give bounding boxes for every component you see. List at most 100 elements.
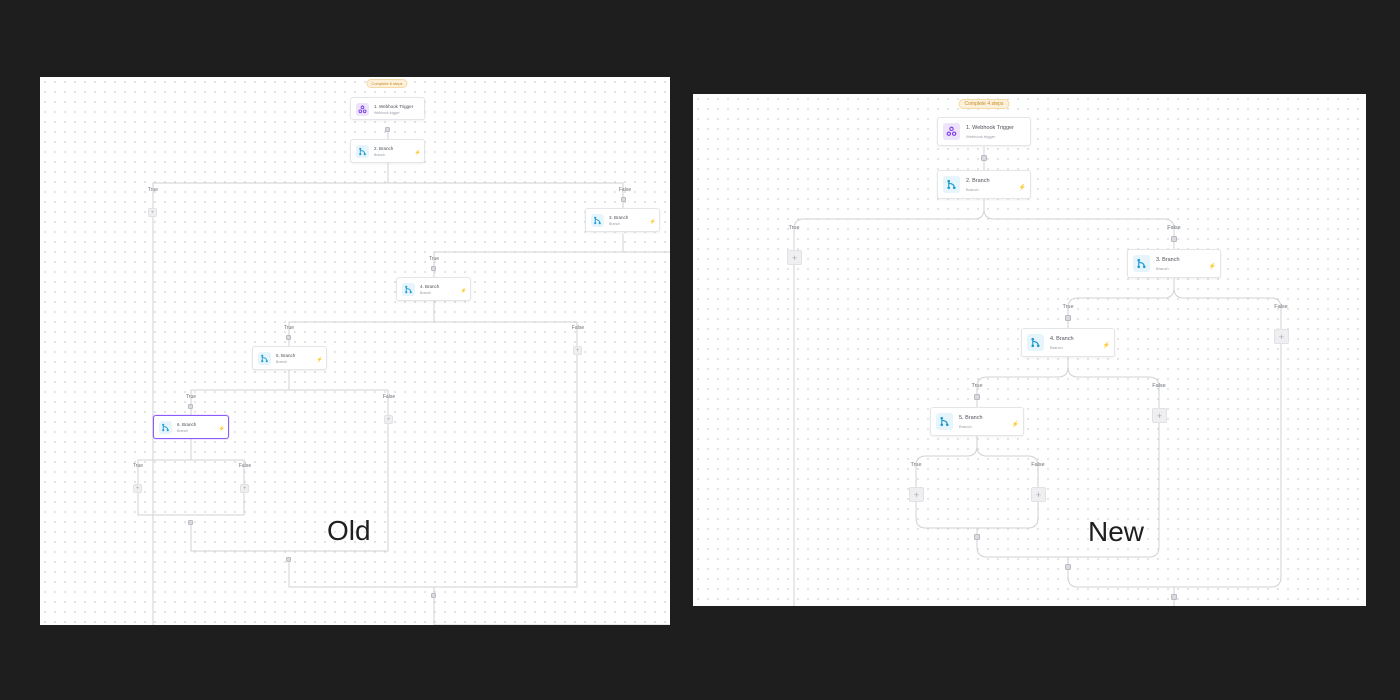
connector-handle[interactable] bbox=[385, 127, 390, 132]
old-node-branch-6[interactable]: 6. Branch Branch ⚡ bbox=[153, 415, 229, 439]
connector-handle[interactable] bbox=[1065, 564, 1071, 570]
bolt-icon: ⚡ bbox=[1011, 422, 1019, 428]
bolt-icon: ⚡ bbox=[460, 288, 467, 294]
branch-true-label: True bbox=[283, 325, 295, 331]
new-node-branch-4[interactable]: 4. Branch Branch ⚡ bbox=[1021, 328, 1115, 357]
connector-handle[interactable] bbox=[286, 335, 291, 340]
old-node-branch-3[interactable]: 3. Branch Branch ⚡ bbox=[585, 208, 660, 232]
connector-handle[interactable] bbox=[431, 593, 436, 598]
new-node-branch-3[interactable]: 3. Branch Branch ⚡ bbox=[1127, 249, 1221, 278]
branch-icon bbox=[402, 283, 415, 296]
node-subtitle: Webhook trigger bbox=[374, 111, 400, 115]
bolt-icon: ⚡ bbox=[1208, 264, 1216, 270]
branch-false-label: False bbox=[1152, 383, 1166, 389]
bolt-icon: ⚡ bbox=[316, 357, 323, 363]
webhook-icon bbox=[356, 103, 369, 116]
connector-handle[interactable] bbox=[621, 197, 626, 202]
node-subtitle: Branch bbox=[966, 187, 979, 192]
webhook-icon bbox=[943, 123, 960, 140]
new-connectors bbox=[793, 147, 1282, 606]
add-step-button[interactable]: + bbox=[573, 346, 582, 355]
branch-icon bbox=[943, 176, 960, 193]
node-title: 5. Branch bbox=[959, 415, 983, 421]
add-step-button[interactable]: + bbox=[133, 484, 142, 493]
node-subtitle: Branch bbox=[276, 360, 288, 364]
new-node-branch-5[interactable]: 5. Branch Branch ⚡ bbox=[930, 407, 1024, 436]
branch-false-label: False bbox=[1031, 462, 1045, 468]
branch-false-label: False bbox=[618, 187, 632, 193]
connector-handle[interactable] bbox=[1171, 594, 1177, 600]
add-step-button[interactable]: + bbox=[1152, 408, 1167, 423]
connector-handle[interactable] bbox=[286, 557, 291, 562]
new-canvas[interactable]: Complete 4 steps 1. Webhook Trigger Webh… bbox=[693, 94, 1366, 606]
old-steps-badge: Complete 6 steps bbox=[366, 79, 408, 88]
bolt-icon: ⚡ bbox=[649, 219, 656, 225]
branch-true-label: True bbox=[147, 187, 159, 193]
old-node-branch-2[interactable]: 2. Branch Branch ⚡ bbox=[350, 139, 425, 163]
node-subtitle: Branch bbox=[177, 429, 189, 433]
new-node-branch-2[interactable]: 2. Branch Branch ⚡ bbox=[937, 170, 1031, 199]
branch-icon bbox=[1133, 255, 1150, 272]
node-title: 2. Branch bbox=[966, 178, 990, 184]
node-subtitle: Branch bbox=[1050, 345, 1063, 350]
branch-icon bbox=[159, 421, 172, 434]
node-title: 4. Branch bbox=[420, 284, 440, 289]
branch-true-label: True bbox=[971, 383, 983, 389]
node-title: 4. Branch bbox=[1050, 336, 1074, 342]
branch-true-label: True bbox=[788, 225, 800, 231]
node-title: 5. Branch bbox=[276, 353, 296, 358]
bolt-icon: ⚡ bbox=[1102, 343, 1110, 349]
old-node-webhook-trigger[interactable]: 1. Webhook Trigger Webhook trigger bbox=[350, 97, 425, 120]
branch-icon bbox=[1027, 334, 1044, 351]
branch-false-label: False bbox=[238, 463, 252, 469]
node-title: 1. Webhook Trigger bbox=[966, 125, 1014, 131]
connector-handle[interactable] bbox=[188, 520, 193, 525]
old-node-branch-5[interactable]: 5. Branch Branch ⚡ bbox=[252, 346, 327, 370]
new-version-label: New bbox=[1088, 516, 1145, 547]
connector-handle[interactable] bbox=[1171, 236, 1177, 242]
connector-handle[interactable] bbox=[1065, 315, 1071, 321]
connector-handle[interactable] bbox=[974, 394, 980, 400]
new-node-webhook-trigger[interactable]: 1. Webhook Trigger Webhook trigger bbox=[937, 117, 1031, 146]
node-subtitle: Branch bbox=[959, 424, 972, 429]
old-canvas[interactable]: Complete 6 steps 1. Webhook Trigger Webh… bbox=[40, 77, 670, 625]
bolt-icon: ⚡ bbox=[1018, 185, 1026, 191]
node-title: 2. Branch bbox=[374, 146, 394, 151]
branch-true-label: True bbox=[428, 256, 440, 262]
add-step-button[interactable]: + bbox=[1031, 487, 1046, 502]
connector-handle[interactable] bbox=[981, 155, 987, 161]
branch-icon bbox=[258, 352, 271, 365]
old-version-label: Old bbox=[327, 515, 371, 546]
branch-true-label: True bbox=[910, 462, 922, 468]
bolt-icon: ⚡ bbox=[414, 150, 421, 156]
old-connectors bbox=[137, 127, 670, 625]
branch-true-label: True bbox=[132, 463, 144, 469]
add-step-button[interactable]: + bbox=[148, 208, 157, 217]
branch-false-label: False bbox=[1167, 225, 1181, 231]
old-node-branch-4[interactable]: 4. Branch Branch ⚡ bbox=[396, 277, 471, 301]
node-subtitle: Webhook trigger bbox=[966, 134, 996, 139]
add-step-button[interactable]: + bbox=[240, 484, 249, 493]
node-subtitle: Branch bbox=[609, 222, 621, 226]
branch-true-label: True bbox=[185, 394, 197, 400]
add-step-button[interactable]: + bbox=[384, 415, 393, 424]
add-step-button[interactable]: + bbox=[909, 487, 924, 502]
node-title: 3. Branch bbox=[609, 215, 629, 220]
branch-icon bbox=[936, 413, 953, 430]
add-step-button[interactable]: + bbox=[787, 250, 802, 265]
add-step-button[interactable]: + bbox=[1274, 329, 1289, 344]
bolt-icon: ⚡ bbox=[218, 426, 225, 432]
connector-handle[interactable] bbox=[974, 534, 980, 540]
node-title: 3. Branch bbox=[1156, 257, 1180, 263]
branch-icon bbox=[356, 145, 369, 158]
connector-handle[interactable] bbox=[431, 266, 436, 271]
node-title: 6. Branch bbox=[177, 422, 197, 427]
node-subtitle: Branch bbox=[374, 153, 386, 157]
branch-icon bbox=[591, 214, 604, 227]
branch-false-label: False bbox=[382, 394, 396, 400]
node-subtitle: Branch bbox=[1156, 266, 1169, 271]
connector-handle[interactable] bbox=[188, 404, 193, 409]
branch-false-label: False bbox=[571, 325, 585, 331]
node-title: 1. Webhook Trigger bbox=[374, 104, 414, 109]
node-subtitle: Branch bbox=[420, 291, 432, 295]
